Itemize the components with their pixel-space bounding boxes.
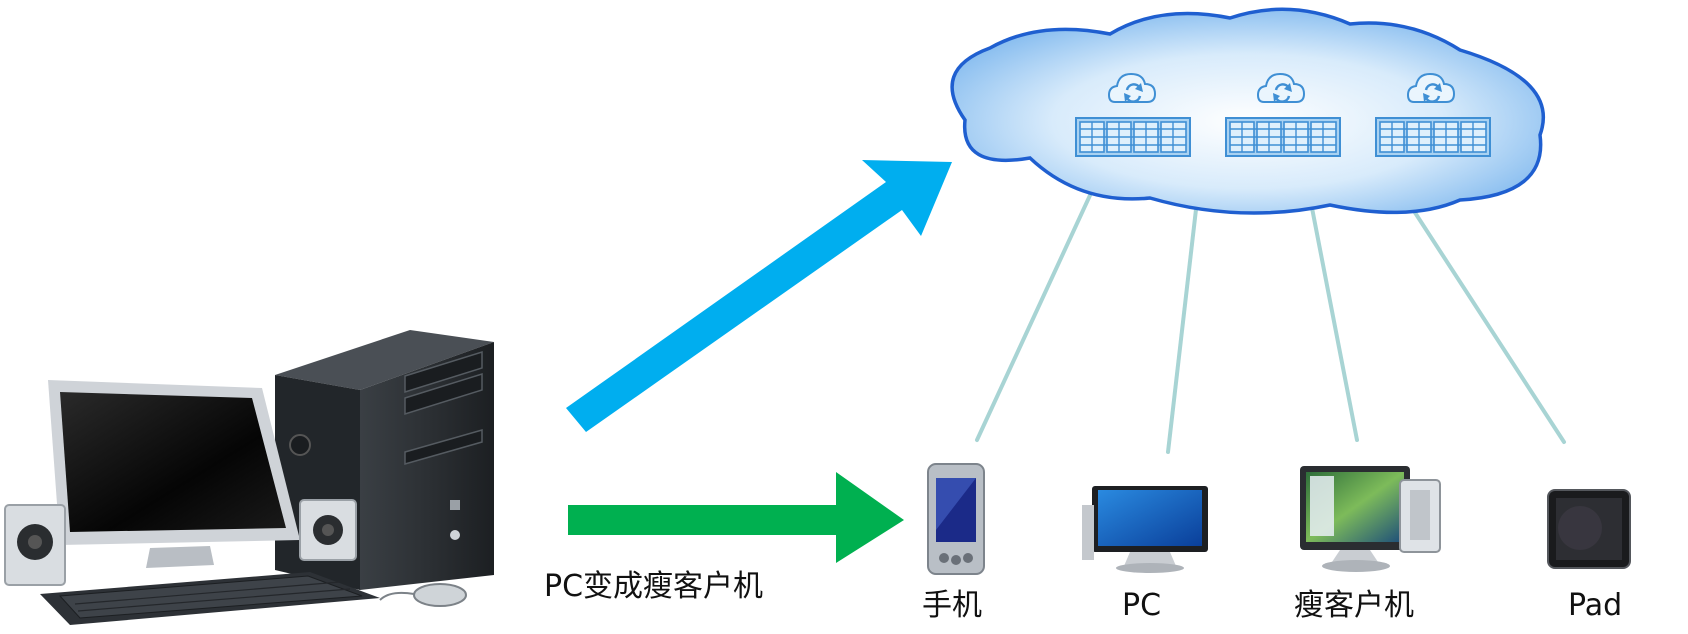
cloud-shape — [950, 7, 1546, 215]
cloud-links — [975, 176, 1566, 454]
device-label-pad: Pad — [1568, 588, 1623, 623]
server-rack-icon — [1075, 117, 1191, 157]
link-to-phone — [975, 176, 1100, 442]
link-to-pad — [1410, 206, 1566, 444]
server-rack-icon — [1225, 117, 1341, 157]
link-to-pc — [1166, 190, 1200, 454]
device-label-pc: PC — [1122, 588, 1162, 623]
server-rack-icon — [1375, 117, 1491, 157]
phone-icon — [927, 463, 985, 575]
desktop-pc-icon — [4, 330, 494, 625]
monitor-icon — [1082, 486, 1208, 573]
arrow-to-devices — [568, 472, 904, 563]
tablet-icon — [1547, 489, 1631, 569]
caption-label: PC变成瘦客户机 — [544, 569, 764, 604]
device-label-phone: 手机 — [922, 588, 982, 623]
device-label-thin-client: 瘦客户机 — [1294, 588, 1414, 623]
link-to-thin-client — [1310, 206, 1359, 442]
thin-client-icon — [1300, 466, 1441, 572]
cloud — [950, 7, 1546, 215]
arrow-to-cloud — [566, 160, 952, 432]
